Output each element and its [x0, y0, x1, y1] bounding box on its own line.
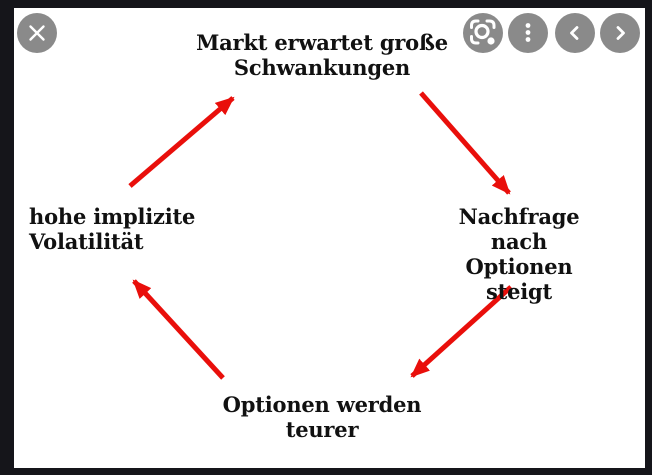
next-button[interactable]	[600, 13, 640, 53]
arrow-bottom-to-left	[132, 279, 225, 380]
diagram-node-bottom: Optionen werden teurer	[222, 392, 422, 442]
more-options-button[interactable]	[508, 13, 548, 53]
image-canvas: Markt erwartet große Schwankungen Nachfr…	[14, 8, 645, 468]
close-icon	[29, 25, 45, 41]
diagram-node-top: Markt erwartet große Schwankungen	[196, 30, 448, 80]
arrows-layer	[128, 91, 513, 380]
chevron-left-icon	[570, 26, 579, 40]
arrow-left-to-top	[128, 96, 235, 188]
lens-icon	[470, 19, 496, 45]
arrow-right-to-bottom	[410, 285, 513, 378]
chevron-right-icon	[616, 26, 625, 40]
diagram-node-right: Nachfrage nach Optionen steigt	[458, 204, 580, 304]
previous-button[interactable]	[555, 13, 595, 53]
diagram-node-left: hohe implizite Volatilität	[29, 204, 196, 254]
close-button[interactable]	[17, 13, 57, 53]
kebab-menu-icon	[525, 23, 531, 42]
lens-button[interactable]	[463, 13, 503, 53]
arrow-top-to-right	[419, 91, 511, 195]
